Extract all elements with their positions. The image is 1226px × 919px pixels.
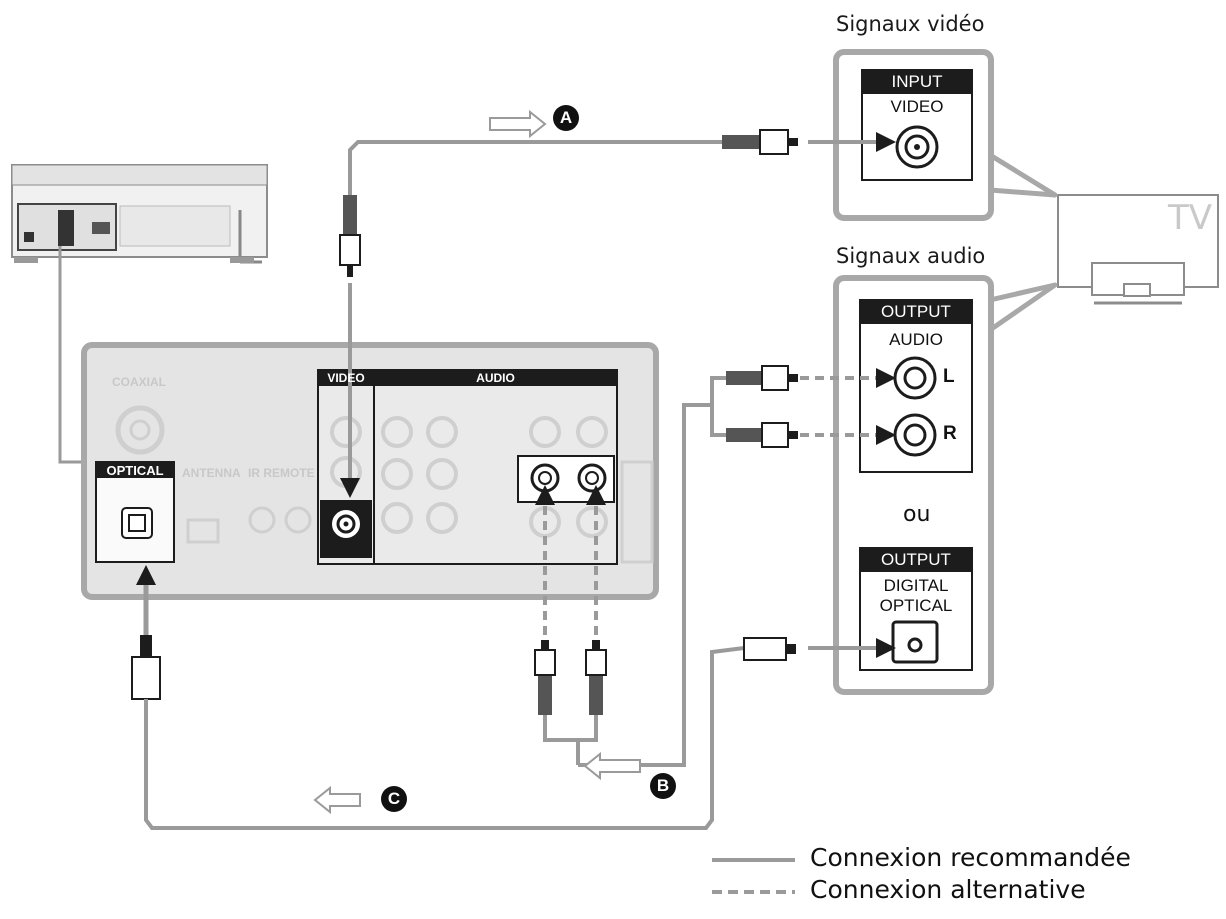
panel-optical-label: OPTICAL bbox=[97, 463, 173, 478]
tv-audio-output-header: OUTPUT bbox=[860, 300, 972, 324]
panel-audio-label: AUDIO bbox=[476, 371, 515, 385]
tv-audio-left-label: L bbox=[943, 366, 955, 387]
panel-video-label: VIDEO bbox=[327, 371, 365, 385]
connection-b-badge: B bbox=[650, 773, 676, 799]
receiver-rear-panel bbox=[81, 342, 659, 600]
tv-audio-right-label: R bbox=[943, 423, 957, 444]
connection-c-badge: C bbox=[381, 786, 407, 812]
panel-coaxial-label: COAXIAL bbox=[112, 375, 166, 389]
tv-label: TV bbox=[1168, 198, 1213, 238]
panel-antenna-label: ANTENNA bbox=[182, 466, 241, 480]
tv-optical-jack-name-1: DIGITAL bbox=[883, 576, 949, 595]
legend-alternative: Connexion alternative bbox=[810, 875, 1086, 904]
tv-video-input-header: INPUT bbox=[862, 70, 972, 94]
cable-c-optical bbox=[131, 565, 896, 830]
tv-optical-output-header: OUTPUT bbox=[860, 548, 972, 572]
tv-audio-jack-name: AUDIO bbox=[889, 330, 943, 349]
cable-a-video bbox=[339, 109, 896, 498]
legend-recommended: Connexion recommandée bbox=[810, 843, 1131, 872]
panel-ir-remote-label: IR REMOTE bbox=[248, 466, 315, 480]
audio-signals-label: Signaux audio bbox=[836, 244, 986, 268]
tv-optical-jack-name-2: OPTICAL bbox=[879, 596, 953, 615]
tv-video-jack-name: VIDEO bbox=[890, 97, 944, 116]
receiver-front-illustration bbox=[11, 164, 268, 264]
tv-illustration bbox=[1057, 194, 1219, 305]
or-label: ou bbox=[903, 502, 931, 527]
video-signals-label: Signaux vidéo bbox=[836, 12, 985, 36]
connection-a-badge: A bbox=[553, 105, 579, 131]
cable-b-audio bbox=[534, 365, 896, 781]
